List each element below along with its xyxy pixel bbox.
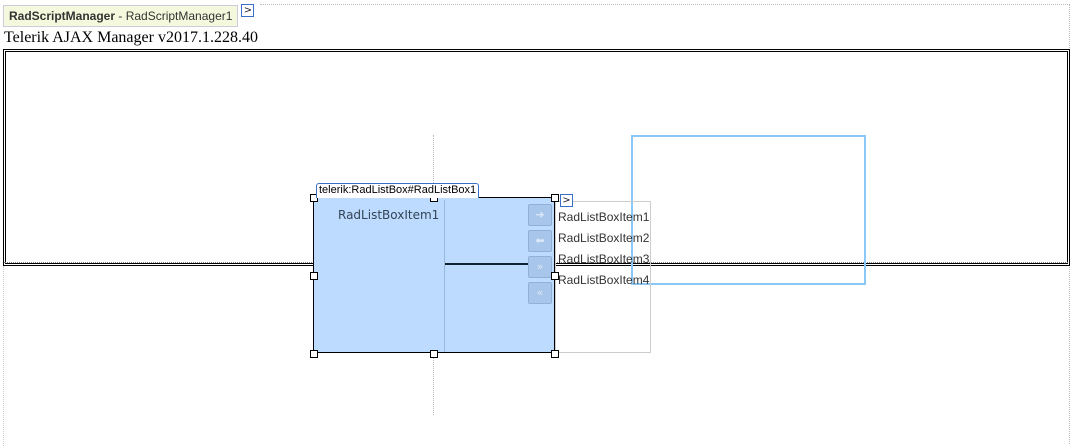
script-manager-header: RadScriptManager - RadScriptManager1 > (3, 4, 255, 27)
transfer-to-button[interactable]: ➜ (528, 204, 552, 226)
separator: - (115, 9, 126, 23)
control-type: RadScriptManager (9, 9, 116, 23)
resize-handle[interactable] (310, 272, 318, 280)
drop-target-outline (631, 135, 866, 285)
transfer-from-button[interactable]: ⬅ (528, 230, 552, 252)
resize-handle[interactable] (430, 350, 438, 358)
resize-handle[interactable] (551, 272, 559, 280)
resize-handle[interactable] (551, 350, 559, 358)
listbox-tag[interactable]: telerik:RadListBox#RadListBox1 (316, 183, 480, 198)
source-list[interactable] (316, 200, 445, 352)
list-item[interactable]: RadListBoxItem2 (558, 231, 650, 245)
transfer-all-to-button[interactable]: » (528, 256, 552, 278)
listbox-smart-tag-button[interactable]: > (560, 194, 573, 207)
list-item[interactable]: RadListBoxItem1 (338, 208, 440, 222)
page-boundary (260, 4, 1070, 5)
version-text: Telerik AJAX Manager v2017.1.228.40 (4, 29, 258, 46)
resize-handle[interactable] (310, 350, 318, 358)
transfer-all-from-button[interactable]: « (528, 282, 552, 304)
list-item[interactable]: RadListBoxItem3 (558, 252, 650, 266)
script-manager-tag[interactable]: RadScriptManager - RadScriptManager1 (3, 5, 239, 27)
smart-tag-button[interactable]: > (241, 4, 255, 17)
list-item[interactable]: RadListBoxItem1 (558, 210, 650, 224)
control-id: RadScriptManager1 (125, 9, 233, 23)
page-boundary (3, 266, 4, 446)
list-item[interactable]: RadListBoxItem4 (558, 273, 650, 287)
resize-handle[interactable] (551, 194, 559, 202)
container-border-segment (445, 263, 528, 265)
resize-handle[interactable] (310, 194, 318, 202)
